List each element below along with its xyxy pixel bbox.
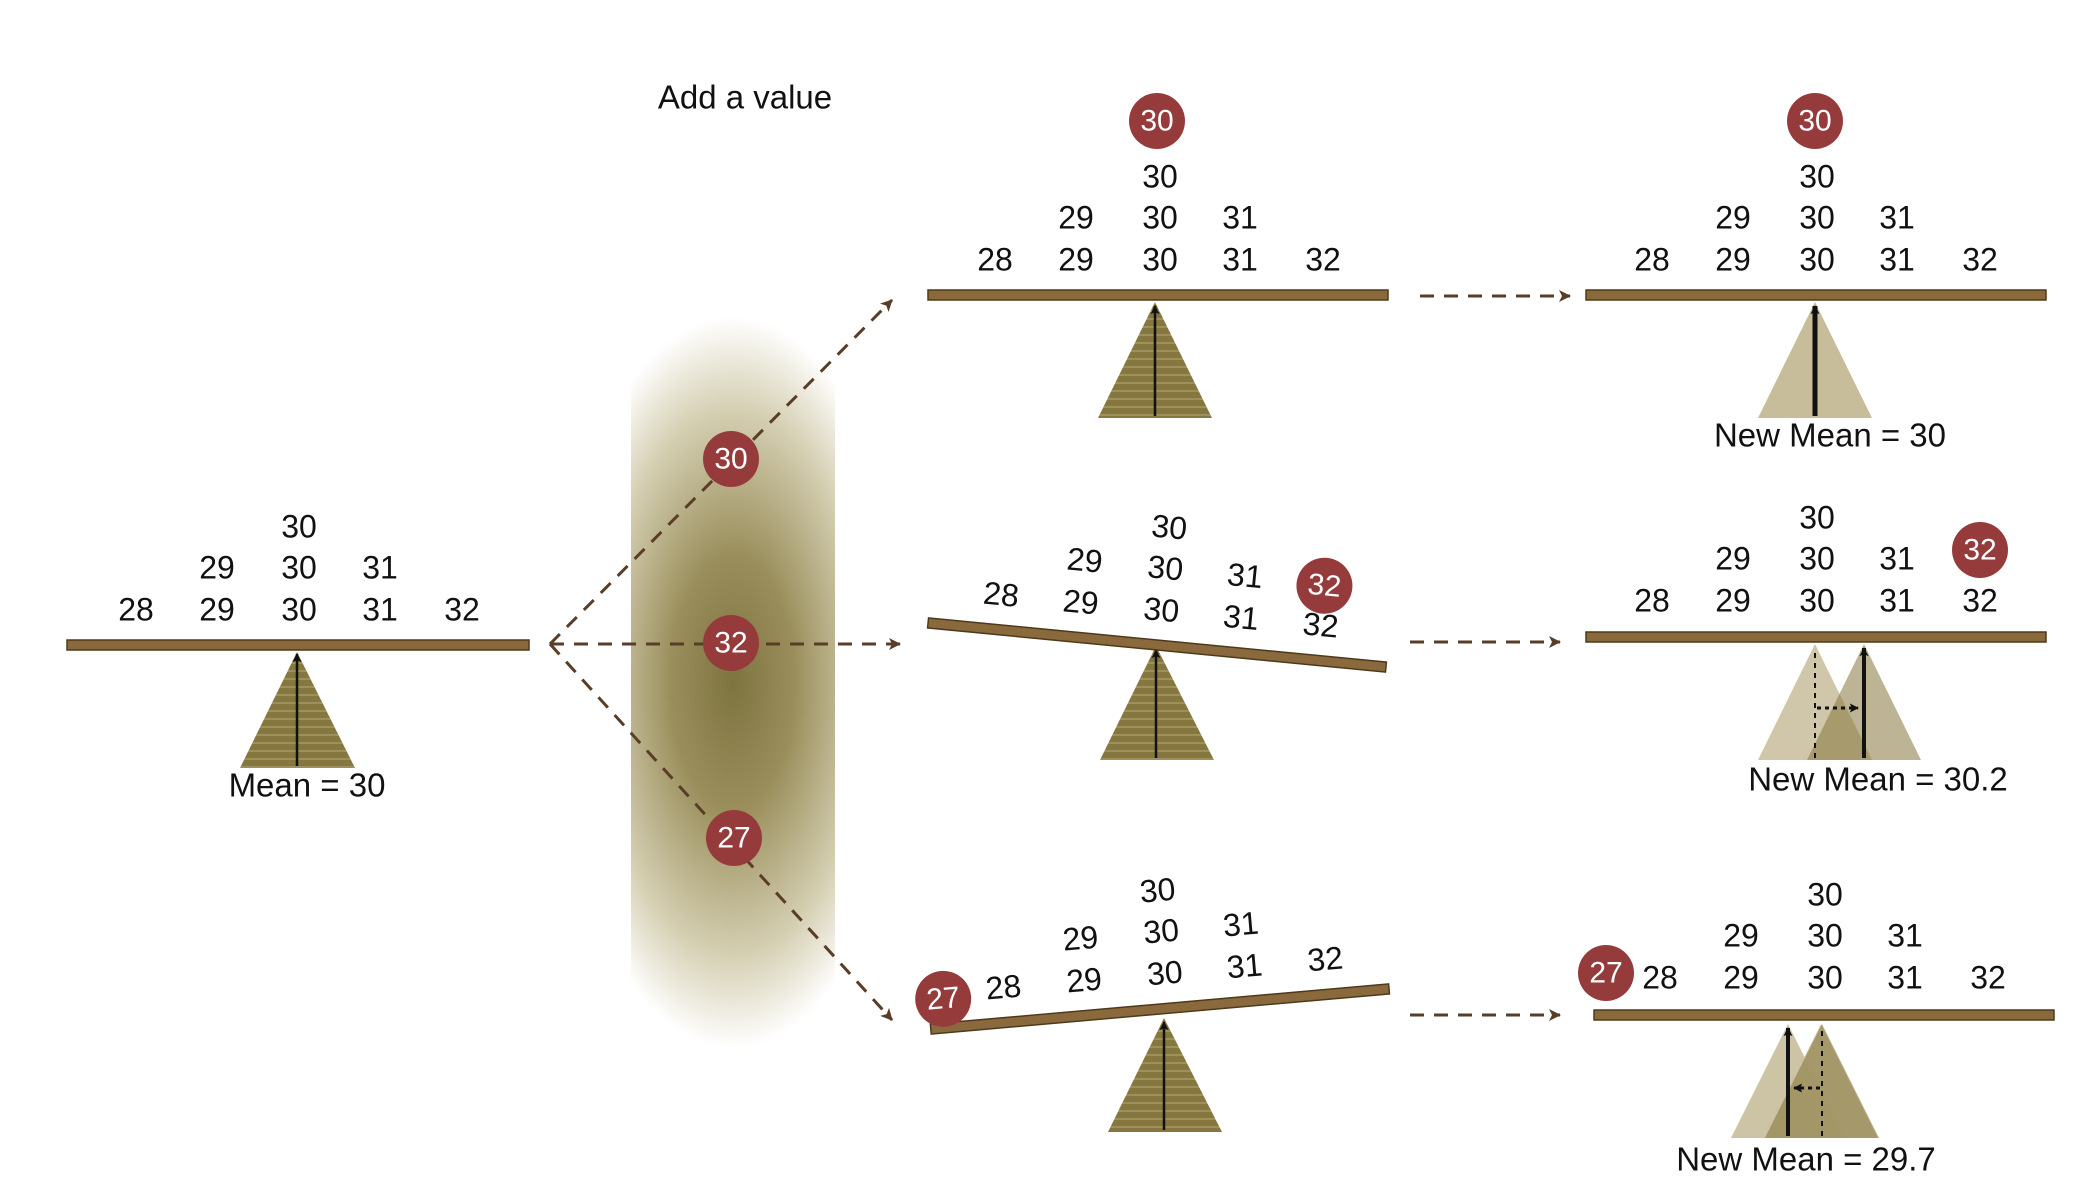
svg-text:30: 30 [1140,105,1173,138]
svg-text:32: 32 [714,627,747,660]
result-seesaw-27: 28 29 29 30 30 30 31 31 32 27 New Mean =… [1578,876,2055,1178]
result-caption-27: New Mean = 29.7 [1676,1141,1936,1178]
svg-text:30: 30 [1142,199,1178,235]
svg-text:31: 31 [1222,199,1258,235]
result-caption-30: New Mean = 30 [1714,417,1946,454]
svg-text:28: 28 [982,575,1021,614]
result-seesaw-32: 28 29 29 30 30 30 31 31 32 32 New Mean =… [1585,499,2047,798]
intermediate-seesaw-32: 28 29 29 30 30 30 31 31 32 32 [926,507,1388,760]
svg-text:30: 30 [1807,917,1843,953]
svg-text:31: 31 [1225,946,1264,985]
svg-text:29: 29 [1058,199,1094,235]
value-32: 32 [444,591,480,627]
svg-text:30: 30 [1799,241,1835,277]
svg-text:28: 28 [984,968,1023,1007]
svg-text:28: 28 [977,241,1013,277]
svg-text:29: 29 [1723,917,1759,953]
value-30: 30 [281,591,317,627]
svg-text:29: 29 [1715,199,1751,235]
value-29: 29 [199,591,235,627]
result-caption-32: New Mean = 30.2 [1748,761,2008,798]
svg-text:29: 29 [1065,960,1104,999]
initial-mean-caption: Mean = 30 [229,767,386,804]
result-seesaw-30: 28 29 29 30 30 30 31 31 32 30 New Mean =… [1585,93,2047,454]
added-value-badge-27: 27 [706,810,762,866]
svg-text:30: 30 [1799,540,1835,576]
svg-text:32: 32 [1306,568,1342,604]
svg-text:31: 31 [1887,959,1923,995]
added-value-badge-30: 30 [703,431,759,487]
svg-text:30: 30 [1145,953,1184,992]
value-31: 31 [362,591,398,627]
svg-text:27: 27 [717,822,750,855]
add-value-label: Add a value [658,79,832,116]
svg-text:31: 31 [1222,905,1261,944]
svg-text:31: 31 [1222,241,1258,277]
svg-text:30: 30 [1799,158,1835,194]
svg-text:30: 30 [1142,158,1178,194]
svg-text:30: 30 [1799,582,1835,618]
svg-text:28: 28 [1634,582,1670,618]
beam-initial [66,639,530,651]
svg-text:29: 29 [1715,241,1751,277]
value-30: 30 [281,549,317,585]
added-value-badge-32: 32 [703,615,759,671]
svg-text:30: 30 [714,443,747,476]
svg-text:30: 30 [1142,590,1181,629]
svg-text:31: 31 [1879,540,1915,576]
svg-text:32: 32 [1962,582,1998,618]
svg-text:30: 30 [1799,499,1835,535]
intermediate-seesaw-30: 28 29 29 30 30 30 31 31 32 30 [927,93,1389,418]
svg-text:30: 30 [1142,912,1181,951]
svg-text:29: 29 [1715,582,1751,618]
value-28: 28 [118,591,154,627]
svg-text:32: 32 [1962,241,1998,277]
svg-text:30: 30 [1807,876,1843,912]
initial-seesaw: 28 29 29 30 30 30 31 31 32 Mean = 30 [66,508,530,804]
svg-text:30: 30 [1146,548,1185,587]
svg-text:27: 27 [925,981,961,1017]
value-31: 31 [362,549,398,585]
svg-text:29: 29 [1065,541,1104,580]
svg-text:30: 30 [1138,871,1177,910]
svg-text:27: 27 [1589,957,1622,990]
value-30: 30 [281,508,317,544]
svg-text:29: 29 [1723,959,1759,995]
svg-text:31: 31 [1887,917,1923,953]
svg-text:32: 32 [1306,939,1345,978]
svg-text:28: 28 [1642,959,1678,995]
svg-text:29: 29 [1061,582,1100,621]
svg-text:32: 32 [1970,959,2006,995]
value-29: 29 [199,549,235,585]
svg-text:29: 29 [1058,241,1094,277]
svg-text:31: 31 [1222,598,1261,637]
svg-text:28: 28 [1634,241,1670,277]
svg-text:31: 31 [1879,199,1915,235]
arrow-to-bottom [548,642,894,1022]
svg-text:29: 29 [1061,919,1100,958]
svg-text:32: 32 [1963,534,1996,567]
svg-text:30: 30 [1799,199,1835,235]
intermediate-seesaw-27: 28 29 29 30 30 30 31 31 32 27 [915,871,1391,1132]
svg-text:31: 31 [1226,556,1265,595]
svg-text:29: 29 [1715,540,1751,576]
svg-text:31: 31 [1879,582,1915,618]
svg-text:30: 30 [1798,105,1831,138]
svg-text:30: 30 [1807,959,1843,995]
svg-text:31: 31 [1879,241,1915,277]
svg-text:30: 30 [1150,507,1189,546]
svg-text:32: 32 [1305,241,1341,277]
svg-text:30: 30 [1142,241,1178,277]
